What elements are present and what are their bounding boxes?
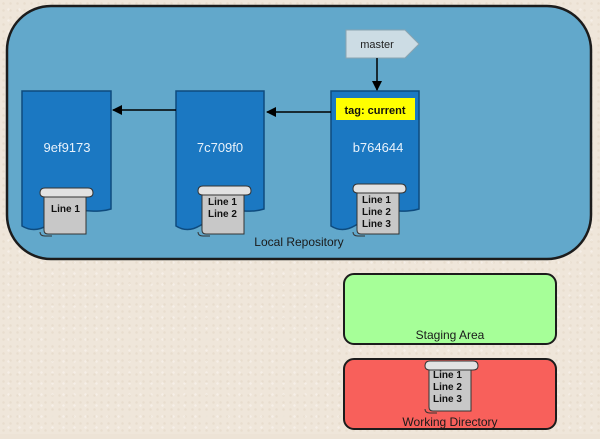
commit-hash: 9ef9173 <box>44 140 91 155</box>
staging-area: Staging Area <box>343 273 557 345</box>
working-directory-label: Working Directory <box>402 415 497 429</box>
tag-current: tag: current <box>336 98 415 120</box>
commit-hash: 7c709f0 <box>197 140 243 155</box>
file-line: Line 2 <box>433 382 462 393</box>
file-line: Line 2 <box>208 209 237 220</box>
file-line: Line 2 <box>362 207 391 218</box>
commit-2: 7c709f0 Line 1 Line 2 <box>175 90 265 237</box>
file-line: Line 1 <box>51 204 80 215</box>
branch-label: master <box>360 39 394 51</box>
file-line: Line 1 <box>208 197 237 208</box>
file-scroll: Line 1 <box>39 187 94 237</box>
file-scroll: Line 1 Line 2 Line 3 <box>424 360 479 414</box>
working-directory: Line 1 Line 2 Line 3 Working Directory <box>343 358 557 430</box>
file-scroll: Line 1 Line 2 Line 3 <box>352 183 407 237</box>
file-line: Line 1 <box>362 195 391 206</box>
staging-area-box <box>343 273 557 345</box>
commit-hash: b764644 <box>353 140 404 155</box>
local-repository-label: Local Repository <box>254 235 343 249</box>
file-line: Line 3 <box>362 219 391 230</box>
staging-area-label: Staging Area <box>416 328 485 342</box>
commit-1: 9ef9173 Line 1 <box>21 90 112 237</box>
file-scroll: Line 1 Line 2 <box>197 185 252 237</box>
file-line: Line 1 <box>433 370 462 381</box>
file-line: Line 3 <box>433 394 462 405</box>
branch-flag <box>345 29 420 59</box>
tag-box <box>336 98 415 120</box>
branch-master: master <box>345 29 420 59</box>
tag-label: tag: current <box>344 105 405 117</box>
local-repository-box <box>5 4 593 261</box>
commit-3: b764644 Line 1 Line 2 Line 3 <box>330 90 420 237</box>
